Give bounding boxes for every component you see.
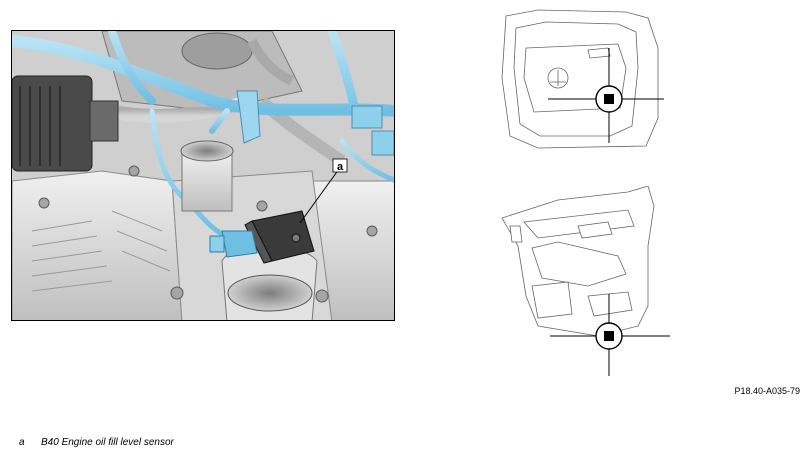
figure-code: P18.40-A035-79 bbox=[734, 386, 800, 396]
legend-text: B40 Engine oil fill level sensor bbox=[41, 437, 174, 448]
locator-marker-side bbox=[550, 294, 670, 376]
legend-key: a bbox=[19, 437, 25, 448]
bolts bbox=[38, 165, 378, 303]
engine-illustration: a bbox=[11, 30, 395, 321]
engine-drawing: a bbox=[12, 31, 394, 320]
oil-fill-level-sensor bbox=[209, 210, 315, 264]
locator-marker-top bbox=[548, 48, 664, 143]
component-fins bbox=[19, 86, 61, 166]
casting-ribs bbox=[31, 210, 171, 292]
oil-filler-housing bbox=[221, 245, 318, 320]
legend-row: a B40 Engine oil fill level sensor bbox=[19, 437, 174, 448]
callout-label: a bbox=[337, 161, 344, 173]
locator-top-view bbox=[498, 8, 670, 156]
callout-a: a bbox=[299, 158, 348, 224]
oil-filler-neck bbox=[180, 140, 234, 212]
locator-side-view bbox=[498, 185, 673, 378]
